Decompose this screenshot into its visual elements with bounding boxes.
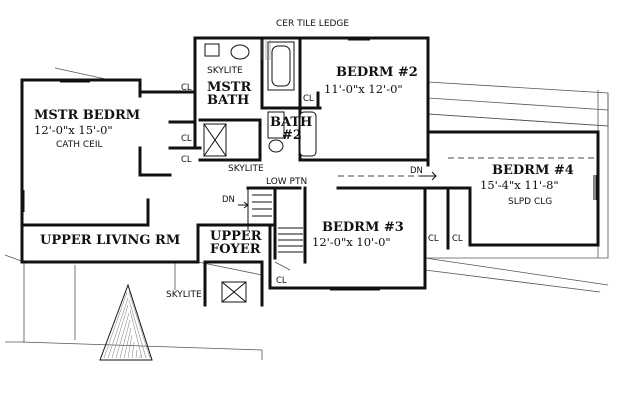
dn-label-left: DN [222, 195, 235, 205]
skylite-label-mid: SKYLITE [228, 164, 264, 174]
bedrm4-dim: 15'-4"x 11'-8" [480, 178, 559, 192]
bath2-label-2: #2 [282, 128, 302, 143]
closet-label-6: CL [452, 234, 463, 244]
dn-label-right: DN [410, 166, 423, 176]
walls [20, 36, 600, 307]
bedrm3-name: BEDRM #3 [322, 220, 404, 235]
closet-label-4: CL [303, 94, 314, 104]
bath2-label-1: BATH [270, 115, 312, 130]
low-ptn-label: LOW PTN [266, 177, 307, 187]
room-labels: CER TILE LEDGE SKYLITE MSTR BATH BATH #2… [34, 19, 574, 300]
bedrm4-note: SLPD CLG [508, 197, 552, 207]
mstr-bedrm-note: CATH CEIL [56, 140, 103, 150]
upper-living-label: UPPER LIVING RM [40, 233, 180, 248]
mstr-bath-label-2: BATH [207, 93, 249, 108]
bedrm2-name: BEDRM #2 [336, 65, 418, 80]
upper-foyer-label-2: FOYER [210, 242, 261, 257]
skylite-label-bottom: SKYLITE [166, 290, 202, 300]
closet-label-7: CL [276, 276, 287, 286]
ledge-label: CER TILE LEDGE [276, 19, 349, 29]
mstr-bedrm-name: MSTR BEDRM [34, 108, 140, 123]
closet-label-5: CL [428, 234, 439, 244]
mstr-bath-label-1: MSTR [207, 80, 251, 95]
bedrm3-dim: 12'-0"x 10'-0" [312, 235, 391, 249]
skylite-label-top: SKYLITE [207, 66, 243, 76]
bedrm2-dim: 11'-0"x 12'-0" [324, 82, 403, 96]
details [21, 37, 598, 303]
closet-label-1: CL [181, 83, 192, 93]
upper-foyer-label-1: UPPER [210, 229, 262, 244]
closet-label-2: CL [181, 134, 192, 144]
closet-label-3: CL [181, 155, 192, 165]
prow-hatch [99, 283, 153, 361]
mstr-bedrm-dim: 12'-0"x 15'-0" [34, 123, 113, 137]
bedrm4-name: BEDRM #4 [492, 163, 574, 178]
